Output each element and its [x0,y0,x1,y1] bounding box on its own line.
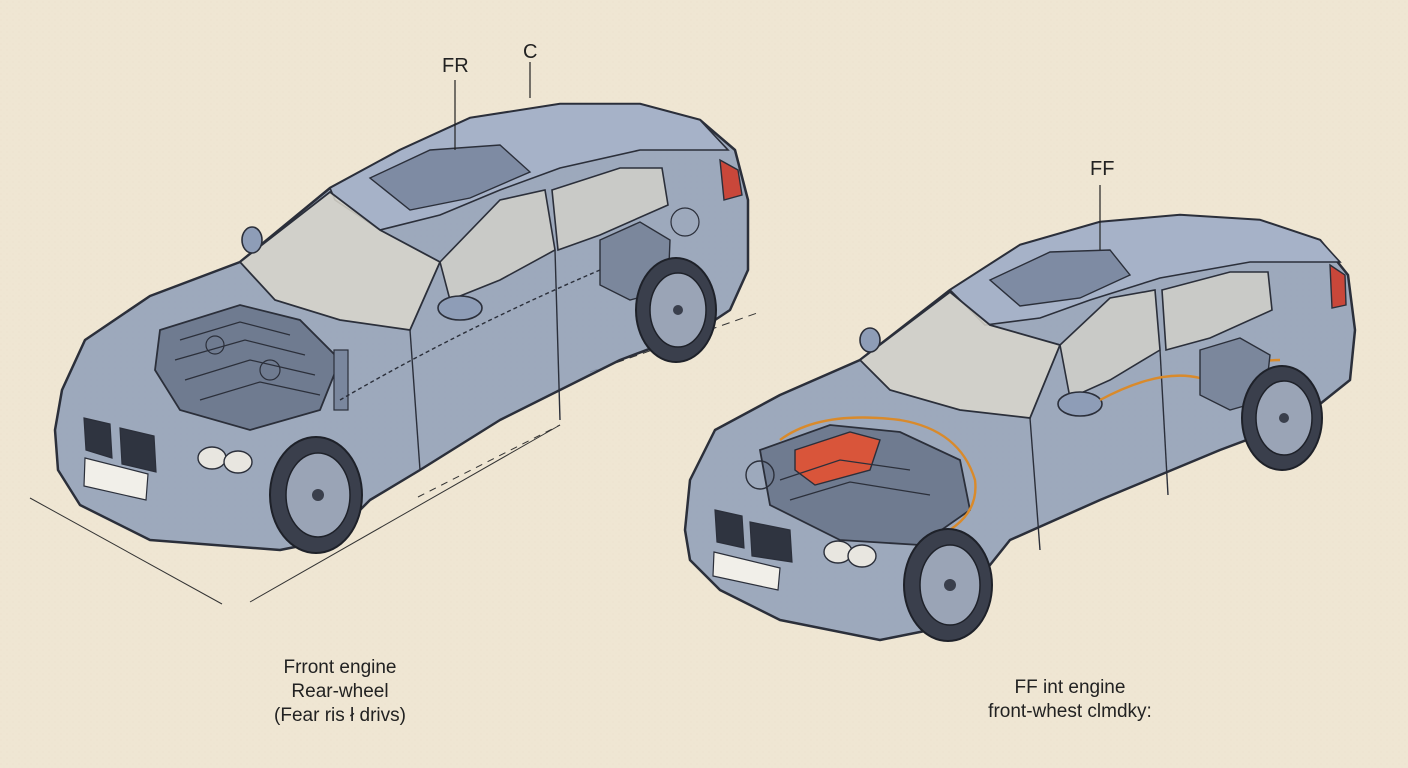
caption-line: (Fear ris ł drivs) [274,705,406,726]
door-seam [1029,417,1041,551]
ground-guide-line [417,424,561,498]
left-car-caption: Frront engine Rear-wheel (Fear ris ł dri… [250,656,430,728]
callout-label-c: C [523,41,538,63]
taillight [1329,263,1347,309]
door-seam [554,249,561,421]
caption-line: FF int engine [1014,677,1126,698]
caption-line: front-whest clmdky: [988,701,1152,722]
right-car-ff [683,185,1357,642]
engine-block [745,416,977,546]
side-mirror [859,327,881,353]
engine-highlight [794,431,881,486]
taillight [719,158,743,201]
right-car-caption: FF int engine front-whest clmdky: [955,676,1185,724]
front-wheel [269,436,363,554]
left-car-fr [29,62,761,605]
rear-wheel [1241,365,1323,471]
front-fascia [83,417,253,501]
side-mirror [1057,391,1103,417]
drivetrain-path [779,416,977,542]
engine-block [154,304,349,431]
sunroof [988,249,1132,307]
door-seam [1159,349,1169,496]
door-seam [409,329,421,471]
callout-label-ff: FF [1090,158,1115,180]
caption-line: Rear-wheel [291,681,389,702]
caption-line: Frront engine [283,657,397,678]
windshield [238,190,442,331]
ground-guide-line [29,497,223,605]
windshield [858,290,1062,419]
rear-wheel [635,257,717,363]
front-wheel [903,528,993,642]
sunroof [368,144,532,211]
side-window-rear [551,167,669,252]
side-window-rear [1161,271,1273,352]
front-fascia [712,509,877,591]
side-mirror [241,226,263,254]
side-mirror [437,295,483,321]
ground-guide-line [249,424,561,603]
callout-label-fr: FR [442,55,469,77]
